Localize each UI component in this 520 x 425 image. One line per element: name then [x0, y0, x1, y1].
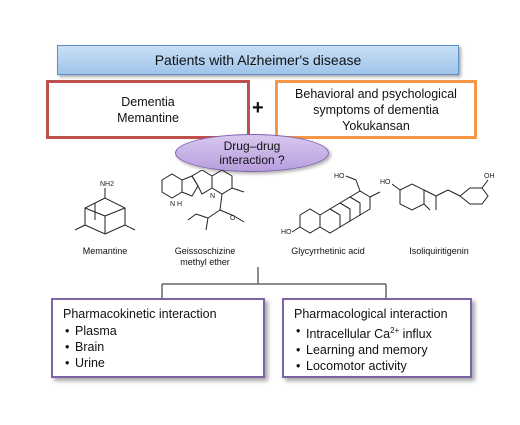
dementia-box: Dementia Memantine — [46, 80, 250, 139]
geissoschizine-structure — [161, 170, 245, 231]
memantine-structure — [74, 188, 136, 235]
dementia-label: Dementia — [121, 94, 175, 109]
pk-item-urine: Urine — [61, 355, 255, 371]
title-box: Patients with Alzheimer's disease — [57, 45, 459, 75]
interaction-line2: interaction ? — [219, 153, 285, 167]
bpsd-line2: symptoms of dementia — [313, 102, 439, 117]
pharmacological-box: Pharmacological interaction Intracellula… — [282, 298, 472, 378]
pk-item-plasma: Plasma — [61, 323, 255, 339]
ho-atom-2: HO — [281, 229, 292, 236]
n-atom: N — [210, 193, 215, 200]
plus-sign: + — [252, 97, 264, 119]
interaction-ellipse: Drug–drug interaction ? — [175, 134, 329, 172]
pk-item-brain: Brain — [61, 339, 255, 355]
pd-item-calcium: Intracellular Ca2+ influx — [292, 323, 462, 342]
o-atom: O — [230, 215, 236, 222]
oh-atom: OH — [484, 173, 495, 180]
interaction-line1: Drug–drug — [223, 139, 281, 153]
pd-item-learning: Learning and memory — [292, 342, 462, 358]
ho-atom-3: HO — [380, 179, 391, 186]
bpsd-box: Behavioral and psychological symptoms of… — [275, 80, 477, 139]
pk-list: Plasma Brain Urine — [61, 323, 255, 371]
pd-item-locomotor: Locomotor activity — [292, 358, 462, 374]
glycyrrhetinic-structure — [291, 175, 381, 234]
isoliquiritigenin-structure — [391, 179, 489, 211]
pk-heading: Pharmacokinetic interaction — [63, 307, 217, 321]
yokukansan-label: Yokukansan — [342, 118, 410, 133]
title-text: Patients with Alzheimer's disease — [154, 52, 362, 68]
compound-label-memantine: Memantine — [82, 246, 128, 256]
nh2-atom: NH2 — [100, 181, 114, 188]
bpsd-line1: Behavioral and psychological — [295, 86, 457, 101]
compound-label-isoliquiritigenin: Isoliquiritigenin — [409, 246, 469, 256]
ho-atom-1: HO — [334, 173, 345, 180]
pd-heading: Pharmacological interaction — [294, 307, 448, 321]
memantine-label: Memantine — [117, 110, 179, 125]
compound-label-glycyrrhetinic: Glycyrrhetinic acid — [291, 246, 365, 256]
chemical-structures: NH2 N H N O HO HO HO OH — [74, 170, 495, 236]
nh-atom: N H — [170, 201, 182, 208]
pd-list: Intracellular Ca2+ influx Learning and m… — [292, 323, 462, 374]
pharmacokinetic-box: Pharmacokinetic interaction Plasma Brain… — [51, 298, 265, 378]
